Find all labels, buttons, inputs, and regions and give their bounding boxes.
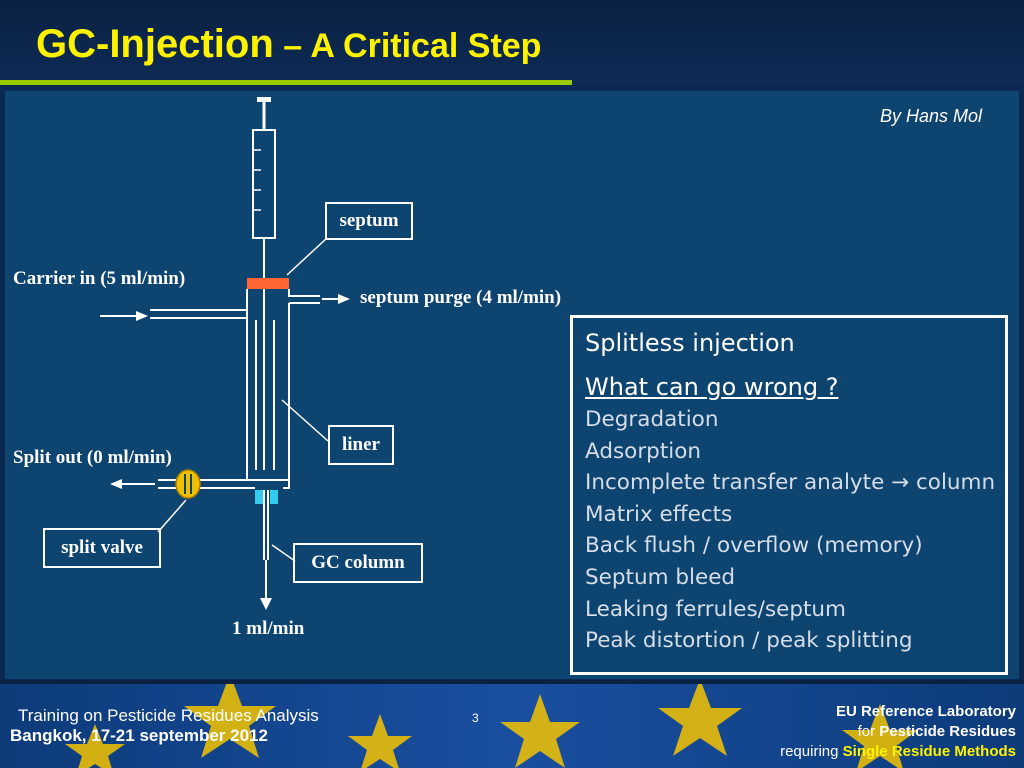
footer-lab-line3-prefix: requiring: [780, 743, 843, 760]
footer-divider: [0, 680, 1024, 684]
issue-item: Back flush / overflow (memory): [585, 533, 923, 559]
title-underline: [0, 80, 572, 85]
footer-lab-name: EU Reference Laboratory: [835, 703, 1016, 720]
plunger-head: [257, 97, 271, 102]
gc-column-label: GC column: [311, 552, 405, 573]
gc-column-label-box: GC column: [293, 543, 423, 583]
star-icon: [348, 714, 412, 768]
issues-question: What can go wrong ?: [585, 373, 839, 401]
column-pointer: [271, 544, 296, 562]
footer-lab-line2-main: Pesticide Residues: [879, 723, 1016, 740]
title-main: GC-Injection: [36, 22, 274, 66]
footer-lab-line3-main: Single Residue Methods: [842, 743, 1016, 760]
slide-number: 3: [472, 711, 479, 725]
star-icon: [842, 704, 918, 768]
slide-footer: [0, 684, 1024, 768]
carrier-in-arrow-head: [136, 311, 148, 321]
injector-body: [246, 303, 290, 481]
splitless-issues-box: Splitless injection What can go wrong ? …: [570, 315, 1008, 675]
issue-item: Degradation: [585, 407, 719, 432]
footer-lab-line2: for Pesticide Residues: [858, 723, 1016, 740]
split-valve-label: split valve: [61, 537, 143, 558]
septum-pointer: [286, 237, 328, 276]
syringe-barrel: [252, 129, 276, 239]
liner-label-box: liner: [328, 425, 394, 465]
issue-item: Leaking ferrules/septum: [585, 596, 846, 622]
septum-label: septum: [339, 210, 399, 231]
split-valve-icon: [175, 469, 201, 499]
slide-header: [0, 0, 1024, 84]
slide-title: GC-Injection – A Critical Step: [36, 22, 541, 67]
issue-item: Septum bleed: [585, 564, 736, 590]
issue-item: Adsorption: [585, 438, 702, 464]
star-icon: [184, 684, 276, 758]
liner-pointer: [281, 399, 329, 442]
star-icon: [658, 684, 742, 756]
footer-lab-line3: requiring Single Residue Methods: [780, 743, 1016, 760]
inlet-ports: [150, 289, 320, 319]
septum-purge-arrow-head: [338, 294, 350, 304]
septum-label-box: septum: [325, 202, 413, 240]
split-out-arrow-head: [110, 479, 122, 489]
septum-purge-label: septum purge (4 ml/min): [360, 287, 562, 308]
author-credit: By Hans Mol: [880, 106, 983, 126]
eu-stars-decoration: [65, 684, 918, 768]
issues-heading: Splitless injection: [585, 329, 795, 357]
star-icon: [65, 724, 125, 768]
split-valve-pointer: [157, 499, 187, 533]
ferrule-left: [255, 490, 263, 504]
footer-course: Training on Pesticide Residues Analysis: [18, 706, 319, 725]
footer-place-date: Bangkok, 17-21 september 2012: [10, 726, 268, 745]
star-icon: [500, 694, 580, 768]
title-sub: – A Critical Step: [273, 27, 542, 65]
liner-label: liner: [342, 434, 380, 455]
issue-item: Matrix effects: [585, 501, 733, 527]
issue-item: Incomplete transfer analyte → column: [585, 470, 996, 496]
injector-base: [247, 480, 290, 489]
issue-item: Peak distortion / peak splitting: [585, 628, 913, 654]
split-line: [158, 479, 247, 489]
split-out-label: Split out (0 ml/min): [13, 447, 172, 468]
split-valve-label-box: split valve: [43, 528, 161, 568]
septum-disc: [247, 278, 289, 289]
syringe-graduations: [253, 149, 261, 211]
carrier-in-label: Carrier in (5 ml/min): [13, 268, 186, 289]
ferrule-right: [270, 490, 278, 504]
column-flow-arrow: [260, 598, 272, 610]
footer-lab-line2-prefix: for: [857, 723, 880, 740]
column-flow-label: 1 ml/min: [232, 618, 305, 639]
